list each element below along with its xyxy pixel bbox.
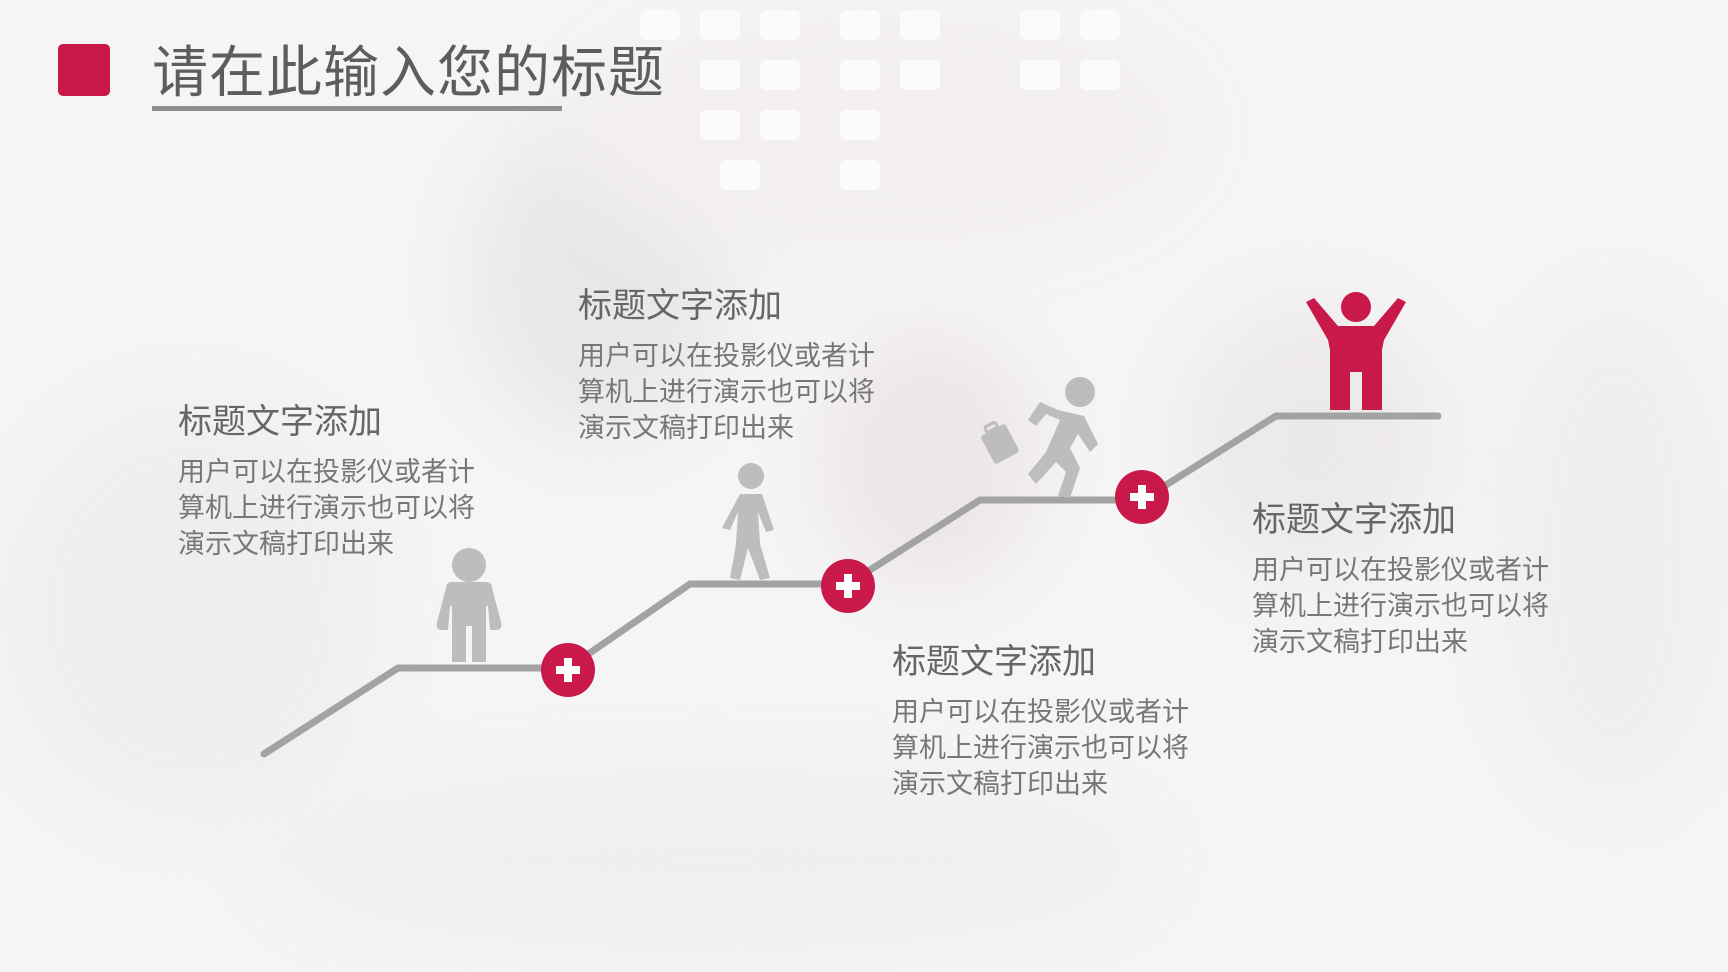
step-block-2: 标题文字添加 用户可以在投影仪或者计 算机上进行演示也可以将 演示文稿打印出来 bbox=[578, 278, 898, 447]
step-description-line: 算机上进行演示也可以将 bbox=[1252, 591, 1549, 622]
step-description[interactable]: 用户可以在投影仪或者计 算机上进行演示也可以将 演示文稿打印出来 bbox=[1252, 553, 1572, 661]
step-description-line: 用户可以在投影仪或者计 bbox=[1252, 555, 1549, 586]
step-description[interactable]: 用户可以在投影仪或者计 算机上进行演示也可以将 演示文稿打印出来 bbox=[178, 455, 498, 563]
step-description-line: 演示文稿打印出来 bbox=[178, 529, 394, 560]
plus-icon[interactable] bbox=[821, 559, 875, 613]
step-description-line: 演示文稿打印出来 bbox=[1252, 627, 1468, 658]
step-description-line: 演示文稿打印出来 bbox=[892, 769, 1108, 800]
title-accent-square bbox=[58, 44, 110, 96]
step-description[interactable]: 用户可以在投影仪或者计 算机上进行演示也可以将 演示文稿打印出来 bbox=[892, 695, 1212, 803]
step-title[interactable]: 标题文字添加 bbox=[892, 642, 1096, 682]
step-description-line: 用户可以在投影仪或者计 bbox=[578, 341, 875, 372]
step-description[interactable]: 用户可以在投影仪或者计 算机上进行演示也可以将 演示文稿打印出来 bbox=[578, 339, 898, 447]
plus-icon[interactable] bbox=[541, 643, 595, 697]
step-title[interactable]: 标题文字添加 bbox=[178, 402, 382, 442]
step-description-line: 算机上进行演示也可以将 bbox=[892, 733, 1189, 764]
slide-title[interactable]: 请在此输入您的标题 bbox=[152, 41, 665, 106]
step-description-line: 用户可以在投影仪或者计 bbox=[178, 457, 475, 488]
running-businessman-icon bbox=[981, 377, 1098, 498]
standing-person-icon bbox=[436, 548, 502, 662]
step-description-line: 用户可以在投影仪或者计 bbox=[892, 697, 1189, 728]
step-title[interactable]: 标题文字添加 bbox=[578, 286, 782, 326]
step-block-1: 标题文字添加 用户可以在投影仪或者计 算机上进行演示也可以将 演示文稿打印出来 bbox=[178, 394, 498, 563]
step-description-line: 算机上进行演示也可以将 bbox=[178, 493, 475, 524]
walking-person-icon bbox=[722, 463, 774, 580]
title-underline bbox=[152, 106, 562, 111]
plus-icon[interactable] bbox=[1115, 470, 1169, 524]
step-block-4: 标题文字添加 用户可以在投影仪或者计 算机上进行演示也可以将 演示文稿打印出来 bbox=[1252, 492, 1572, 661]
step-block-3: 标题文字添加 用户可以在投影仪或者计 算机上进行演示也可以将 演示文稿打印出来 bbox=[892, 634, 1212, 803]
step-title[interactable]: 标题文字添加 bbox=[1252, 500, 1456, 540]
step-description-line: 演示文稿打印出来 bbox=[578, 413, 794, 444]
celebrating-person-icon bbox=[1306, 292, 1406, 410]
step-description-line: 算机上进行演示也可以将 bbox=[578, 377, 875, 408]
